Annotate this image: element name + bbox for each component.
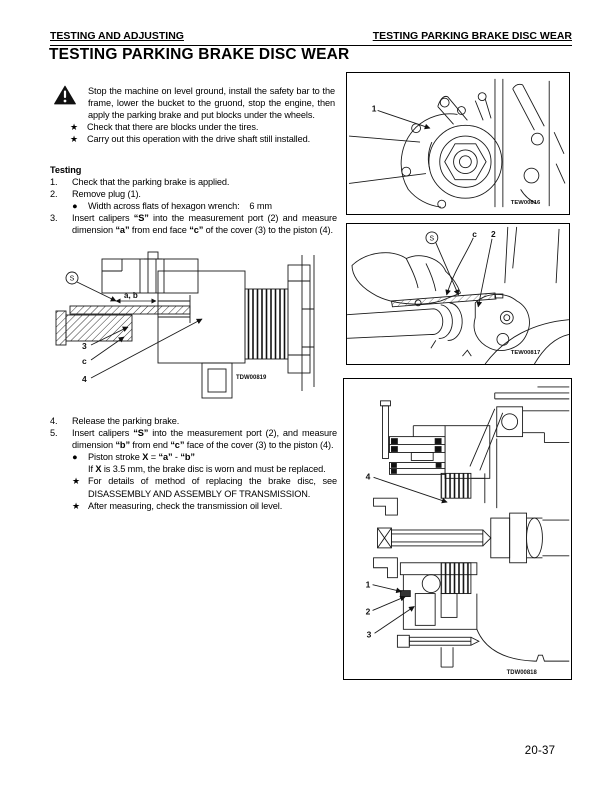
step-1: 1. Check that the parking brake is appli… [50,176,337,188]
figure-code: TDW00819 [236,375,267,381]
callout-label-1: 1 [366,580,371,590]
star-note-1: ★ For details of method of replacing the… [72,475,337,499]
testing-section: Testing 1. Check that the parking brake … [50,164,337,237]
transmission-section-drawing: 4 1 2 3 TDW00818 [366,386,570,676]
piston-stroke-note: If X is 3.5 mm, the brake disc is worn a… [88,464,326,475]
caliper-measurement-drawing: S c 2 TEW00817 [347,226,569,364]
star-marker: ★ [72,476,81,487]
warning-notes: ★ Check that there are blocks under the … [70,121,344,145]
bullet-marker: ● [72,452,78,463]
callout-label-4: 4 [82,374,87,384]
note-text: For details of method of replacing the b… [88,476,337,499]
star-note-2: ★ After measuring, check the transmissio… [72,500,337,512]
star-marker: ★ [72,500,81,511]
star-marker: ★ [70,134,79,145]
header-section-right: TESTING PARKING BRAKE DISC WEAR [372,30,572,42]
figure-code: TEW00816 [511,200,541,206]
step-5: 5. Insert calipers “S” into the measurem… [50,427,337,451]
warning-note: ★ Carry out this operation with the driv… [70,133,344,145]
page-number: 20-37 [524,745,556,757]
warning-note: ★ Check that there are blocks under the … [70,121,344,133]
warning-icon [54,85,78,121]
step-text: Insert calipers “S” into the measurement… [72,213,337,236]
testing-heading: Testing [50,165,82,175]
bullet-text: Piston stroke X = “a” - “b” [88,452,195,463]
note-text: After measuring, check the transmission … [88,500,283,511]
warning-block: Stop the machine on level ground, instal… [54,85,344,145]
bullet-marker: ● [72,201,78,212]
page-title: TESTING PARKING BRAKE DISC WEAR [49,46,350,63]
warning-note-text: Check that there are blocks under the ti… [87,122,259,133]
step-number: 1. [50,177,58,188]
step-text: Check that the parking brake is applied. [72,177,230,188]
callout-label-2: 2 [491,229,496,239]
warning-text: Stop the machine on level ground, instal… [88,86,335,121]
step-number: 3. [50,213,58,224]
step-text: Release the parking brake. [72,416,180,426]
step-number: 5. [50,428,58,439]
brake-cover-section-drawing: S a, b 3 c 4 TDW00819 [55,251,315,399]
piston-stroke-bullet: ● Piston stroke X = “a” - “b” [72,451,337,463]
callout-label-s: S [430,235,435,242]
step-text: Insert calipers “S” into the measurement… [72,428,337,451]
callout-label-4: 4 [366,471,371,481]
figure-tdw00819: S a, b 3 c 4 TDW00819 [40,251,335,401]
callout-label-ab: a, b [124,291,138,300]
callout-label-c: c [472,229,477,239]
testing-section-continued: 4. Release the parking brake. 5. Insert … [50,415,337,512]
header-section-left: TESTING AND ADJUSTING [50,30,184,42]
step-text: Remove plug (1). [72,189,141,200]
figure-code: TDW00818 [507,670,538,676]
figure-code: TEW00817 [511,350,541,356]
step-4: 4. Release the parking brake. [50,415,337,427]
step-3: 3. Insert calipers “S” into the measurem… [50,212,337,236]
step-number: 2. [50,189,58,200]
star-marker: ★ [70,122,79,133]
figure-tew00816: 1 TEW00816 [346,72,570,215]
callout-label-s: S [70,276,75,283]
callout-label-3: 3 [367,629,372,639]
step-2: 2. Remove plug (1). [50,188,337,200]
callout-label-3: 3 [82,341,87,351]
callout-label-1: 1 [372,103,377,113]
drive-shaft-yoke-drawing: 1 TEW00816 [348,78,566,209]
callout-label-2: 2 [366,606,371,616]
figure-tew00817: S c 2 TEW00817 [346,223,570,365]
page-header: TESTING AND ADJUSTING TESTING PARKING BR… [50,30,572,46]
warning-note-text: Carry out this operation with the drive … [87,134,311,145]
callout-label-c: c [82,356,87,366]
bullet-text: Width across flats of hexagon wrench: 6 … [88,201,272,212]
step-number: 4. [50,416,58,426]
figure-tdw00818: 4 1 2 3 TDW00818 [343,378,572,680]
step-2-bullet: ● Width across flats of hexagon wrench: … [72,200,337,212]
